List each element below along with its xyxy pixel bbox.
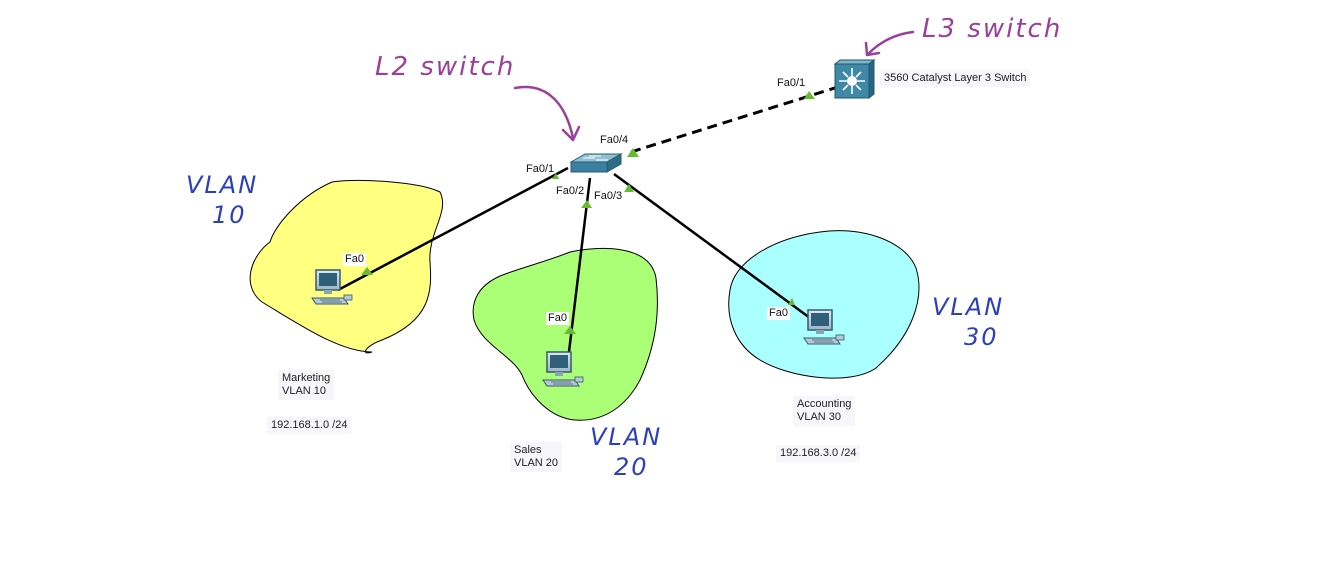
l3-annotation-arrow — [866, 30, 915, 56]
port-label-l3-fa0-1: Fa0/1 — [777, 77, 806, 89]
link-marketing-pc — [337, 166, 569, 292]
link-up-indicator — [804, 91, 815, 99]
link-up-indicator — [624, 184, 634, 192]
port-label-l2-fa0-2: Fa0/2 — [556, 185, 585, 197]
accounting-vlan: VLAN 30 — [797, 411, 842, 423]
marketing-name: Marketing — [282, 372, 331, 384]
marketing-subnet: 192.168.1.0 /24 — [267, 417, 352, 434]
vlan10-annotation-line1: VLAN — [186, 171, 259, 199]
vlan30-annotation-line2: 30 — [964, 323, 999, 351]
l3-switch-icon[interactable] — [833, 58, 876, 100]
accounting-subnet: 192.168.3.0 /24 — [776, 445, 861, 462]
port-label-l2-fa0-1: Fa0/1 — [526, 163, 555, 175]
trunk-link-l2-to-l3 — [630, 85, 839, 154]
sales-name: Sales — [514, 444, 542, 456]
link-up-indicator — [552, 173, 559, 179]
l3-annotation-arrowhead — [864, 41, 881, 57]
vlan30-annotation: VLAN 30 — [932, 292, 1004, 352]
port-label-sales-fa0: Fa0 — [546, 312, 569, 325]
l2-switch-annotation: L2 switch — [375, 52, 516, 82]
vlan10-annotation-line2: 10 — [212, 201, 247, 229]
accounting-info: Accounting VLAN 30 — [793, 396, 856, 426]
l3-switch-label: 3560 Catalyst Layer 3 Switch — [880, 70, 1031, 87]
vlan20-annotation-line2: 20 — [614, 453, 649, 481]
sales-zone — [472, 248, 658, 421]
sales-info: Sales VLAN 20 — [510, 442, 563, 472]
link-up-indicator — [581, 200, 592, 208]
vlan20-annotation-line1: VLAN — [590, 423, 663, 451]
port-label-accounting-fa0: Fa0 — [767, 307, 790, 320]
link-up-indicator — [564, 326, 576, 334]
marketing-info: Marketing VLAN 10 — [278, 370, 335, 400]
pc-marketing-icon[interactable] — [311, 269, 353, 305]
sales-vlan: VLAN 20 — [514, 457, 559, 469]
pc-sales-icon[interactable] — [542, 351, 584, 387]
port-label-marketing-fa0: Fa0 — [343, 253, 366, 266]
vlan30-annotation-line1: VLAN — [932, 293, 1005, 321]
link-accounting-pc — [613, 172, 811, 320]
l2-switch-icon[interactable] — [569, 153, 623, 173]
link-up-indicator — [788, 298, 795, 305]
vlan20-annotation: VLAN 20 — [590, 422, 662, 482]
l2-annotation-arrowhead — [561, 125, 581, 142]
port-label-l2-fa0-4: Fa0/4 — [600, 134, 629, 146]
l2-annotation-arrow — [513, 85, 575, 140]
port-label-l2-fa0-3: Fa0/3 — [594, 190, 623, 202]
marketing-vlan: VLAN 10 — [282, 385, 327, 397]
link-up-indicator — [361, 267, 373, 275]
marketing-zone — [249, 179, 444, 354]
vlan10-annotation: VLAN 10 — [186, 170, 258, 230]
accounting-name: Accounting — [797, 398, 852, 410]
l3-switch-annotation: L3 switch — [922, 14, 1063, 44]
accounting-zone — [728, 230, 920, 379]
link-up-indicator — [627, 148, 639, 157]
pc-accounting-icon[interactable] — [803, 309, 845, 345]
